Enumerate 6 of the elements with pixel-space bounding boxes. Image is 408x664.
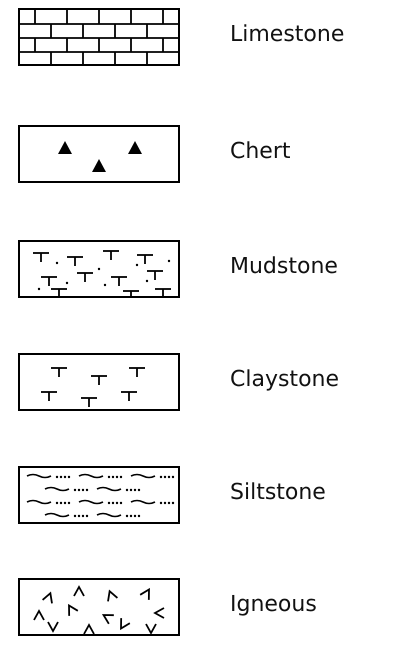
legend-label: Chert [230,139,291,164]
legend-label: Siltstone [230,480,326,505]
legend-label: Mudstone [230,254,338,279]
legend-label: Claystone [230,367,340,392]
legend-label: Igneous [230,592,317,617]
legend-label: Limestone [230,22,344,47]
